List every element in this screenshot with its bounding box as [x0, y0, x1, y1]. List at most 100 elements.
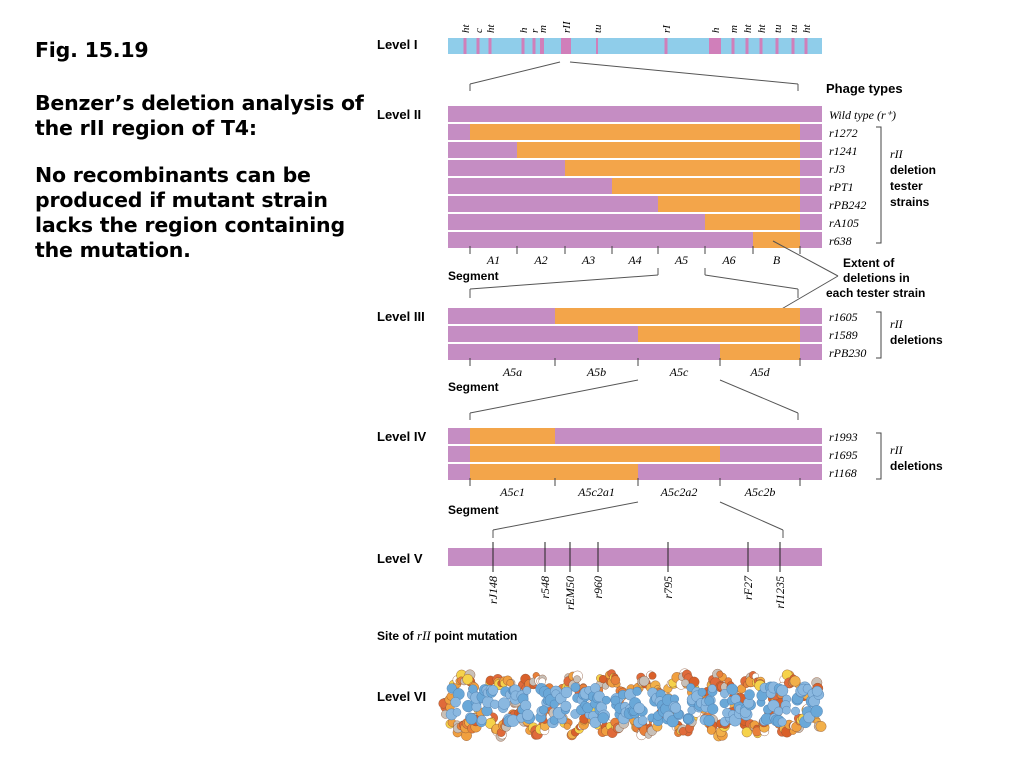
strain-name: r1241	[829, 144, 858, 158]
strain-name: r1589	[829, 328, 858, 342]
extent-pointer-lower	[772, 275, 839, 315]
level-2-label: Level II	[377, 107, 421, 122]
caption-title: Fig. 15.19	[35, 38, 149, 62]
level-1-marker-label: rII	[561, 20, 573, 33]
deletion-region	[470, 124, 800, 140]
bracket-label-line: deletion	[890, 163, 936, 177]
level-1-marker-band	[664, 38, 668, 54]
level-1-marker-label: c	[473, 28, 485, 33]
strain-bar	[448, 106, 822, 122]
strain-name: rA105	[829, 216, 859, 230]
level-1-marker-band	[804, 38, 808, 54]
mutation-label: rF27	[741, 575, 755, 600]
mutation-label: r960	[591, 576, 605, 599]
zoom-line-right-1	[569, 61, 799, 85]
deletion-region	[705, 214, 800, 230]
level-1-marker-band	[476, 38, 480, 54]
level-1-marker-label: ht	[485, 24, 497, 34]
level-1-marker-band	[791, 38, 795, 54]
zoom-line-right-3	[719, 379, 799, 414]
level-1-marker-band	[709, 38, 721, 54]
figure-caption: Fig. 15.19 Benzer’s deletion analysis of…	[35, 38, 365, 285]
strain-name: r1605	[829, 310, 858, 324]
level-1-marker-band	[775, 38, 779, 54]
level-1-marker-label: h	[518, 27, 530, 33]
strain-name: r1993	[829, 430, 858, 444]
level-1-marker-band	[521, 38, 525, 54]
level-1-marker-label: ht	[742, 24, 754, 34]
segment-label: A5b	[586, 365, 606, 379]
deletion-region	[612, 178, 800, 194]
zoom-line-left-3	[469, 379, 639, 414]
bracket-label-line: rII	[890, 317, 904, 331]
level-3-strain-bars: r1605 r1589 rPB230	[448, 308, 866, 360]
bracket-label-line: deletions	[890, 459, 943, 473]
strain-name: r1272	[829, 126, 858, 140]
level-3-segment-label: Segment	[448, 380, 499, 394]
segment-label: A5c2a1	[577, 485, 615, 499]
strain-name: rJ3	[829, 162, 845, 176]
segment-label: A5c2b	[744, 485, 776, 499]
caption-conclusion: No recombinants can be produced if mutan…	[35, 163, 345, 262]
level-1-marker-band	[759, 38, 763, 54]
level-1-marker-label: tu	[772, 24, 784, 33]
level-4-label: Level IV	[377, 429, 426, 444]
extent-note-line1: Extent of	[843, 256, 895, 270]
segment-label: A5a	[502, 365, 522, 379]
deletion-region	[555, 308, 800, 324]
level-4-strain-bars: r1993 r1695 r1168	[448, 428, 858, 480]
bracket-label-line: deletions	[890, 333, 943, 347]
segment-label: A5	[674, 253, 688, 267]
level-1-marker-label: h	[710, 27, 722, 33]
strain-name: r1168	[829, 466, 857, 480]
segment-label: A5d	[749, 365, 770, 379]
level-1-marker-label: ht	[801, 24, 813, 34]
deletion-region	[470, 464, 638, 480]
strain-name: rPB230	[829, 346, 866, 360]
bracket-label-line: tester	[890, 179, 923, 193]
zoom-line-left-1	[469, 61, 561, 85]
zoom-line-right-2	[704, 274, 799, 290]
strain-name: rPT1	[829, 180, 854, 194]
extent-note-line2: deletions in	[843, 271, 910, 285]
level-1-marker-band	[561, 38, 571, 54]
level-3-bracket: rII deletions	[876, 311, 943, 359]
deletion-region	[470, 428, 555, 444]
segment-label: B	[773, 253, 781, 267]
segment-label: A6	[721, 253, 735, 267]
zoom-line-right-4	[719, 501, 784, 531]
caption-description: Benzer’s deletion analysis of the rII re…	[35, 91, 364, 140]
mutation-label: rEM50	[563, 576, 577, 610]
strain-name: r1695	[829, 448, 858, 462]
level-1-marker-label: m	[537, 25, 549, 33]
strain-name: rPB242	[829, 198, 866, 212]
level-1-marker-band	[463, 38, 467, 54]
level-1-marker-band	[532, 38, 536, 54]
strain-bar	[448, 232, 822, 248]
deletion-region	[753, 232, 800, 248]
level-1-marker-band	[745, 38, 749, 54]
segment-label: A3	[581, 253, 595, 267]
level-1-marker-band	[540, 38, 544, 54]
site-label: Site of rII point mutation	[377, 628, 517, 643]
bracket-label-line: rII	[890, 147, 904, 161]
level-1-label: Level I	[377, 37, 417, 52]
level-1-marker-band	[731, 38, 735, 54]
level-1-marker-label: r	[529, 28, 541, 33]
segment-label: A4	[627, 253, 641, 267]
level-1-marker-label: rI	[661, 24, 673, 33]
extent-pointer-upper	[772, 240, 839, 277]
mutation-label: rJ148	[486, 576, 500, 604]
deletion-region	[720, 344, 800, 360]
segment-label: A5c1	[499, 485, 525, 499]
deletion-region	[565, 160, 800, 176]
level-3-label: Level III	[377, 309, 425, 324]
level-1-marker-label: m	[728, 25, 740, 33]
zoom-line-left-4	[492, 501, 639, 531]
